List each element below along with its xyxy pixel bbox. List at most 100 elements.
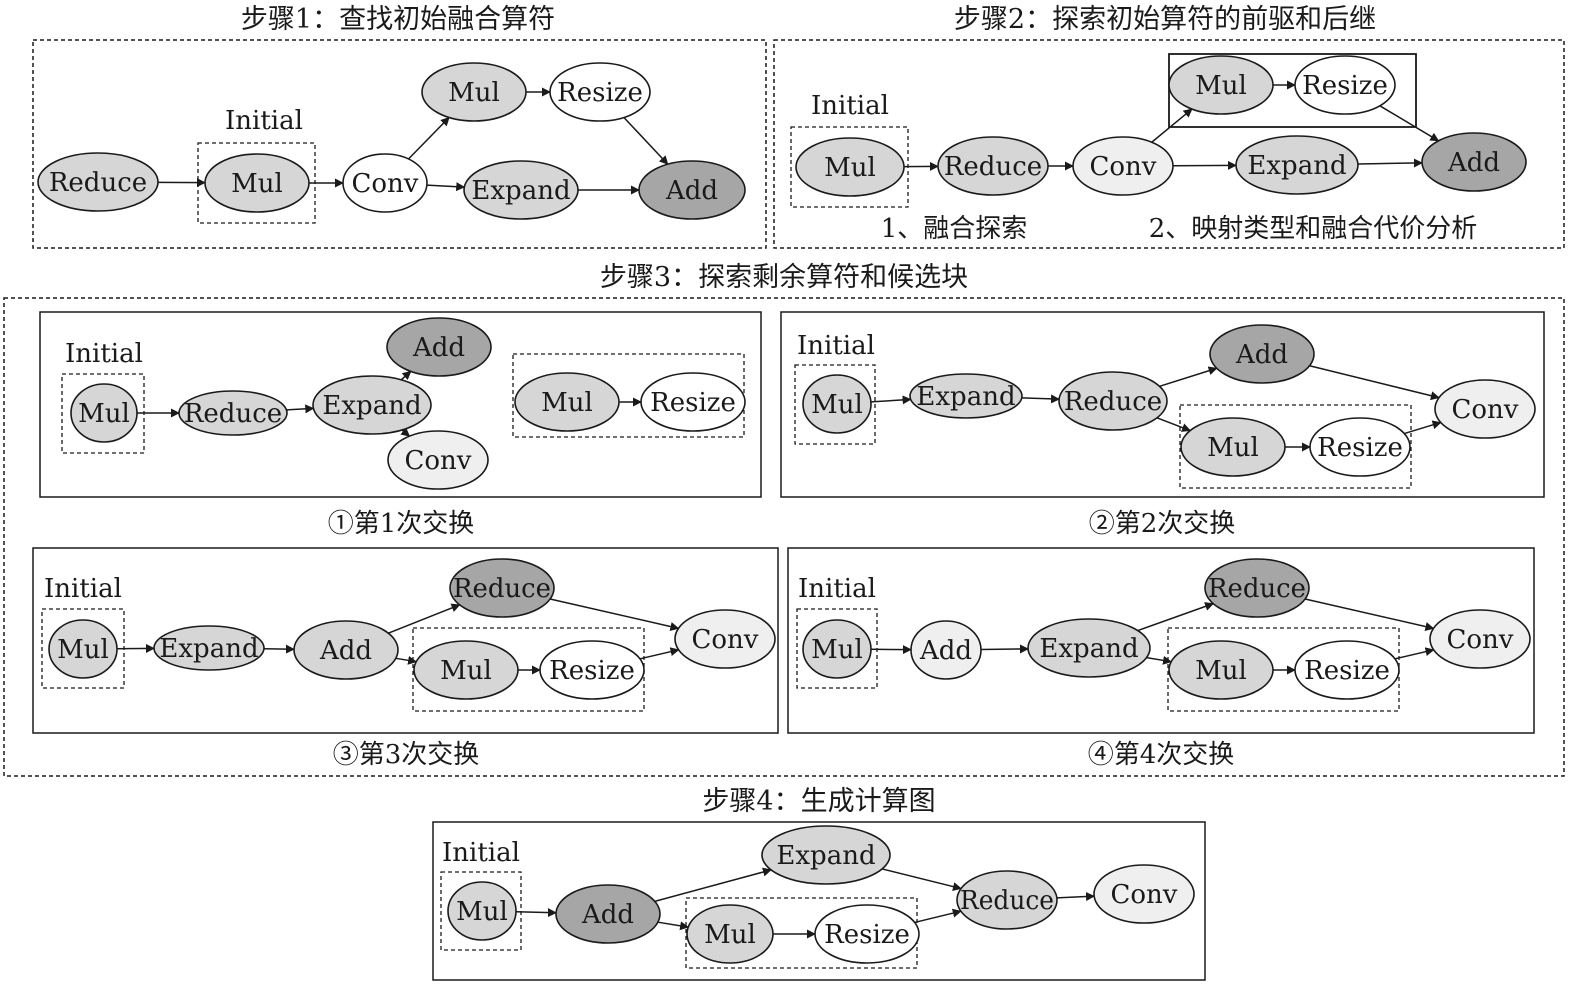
step2-node-resize-label: Resize: [1302, 71, 1388, 101]
step2-title: 步骤2：探索初始算符的前驱和后继: [954, 4, 1376, 35]
step1-node-expand: Expand: [463, 160, 579, 220]
swap2-frame: [780, 311, 1545, 498]
step1-node-expand-shape: [463, 160, 579, 220]
swap1-node-expand-shape: [312, 375, 432, 435]
step4-node-mul2: Mul: [686, 904, 774, 964]
swap1-node-resize-shape: [640, 372, 746, 432]
swap1-node-reduce-shape: [178, 390, 288, 436]
swap1-frame: [39, 311, 762, 498]
swap1-edge-reduce-to-expand: [286, 404, 315, 414]
swap3-node-add-shape: [293, 620, 399, 680]
swap4-edge-add-to-expand: [980, 644, 1029, 654]
swap4-node-mul2-label: Mul: [1195, 656, 1247, 686]
swap1-caption: ①第1次交换: [328, 509, 475, 539]
swap1-edge-expand-to-conv: [400, 427, 411, 437]
swap3-edge-reduce-to-conv: [549, 598, 680, 631]
swap4-initial-label: Initial: [798, 574, 876, 604]
swap4-node-mul2: Mul: [1168, 640, 1274, 700]
swap1-node-resize-label: Resize: [650, 388, 736, 418]
swap2-node-reduce: Reduce: [1058, 371, 1168, 431]
swap1-node-add: Add: [386, 317, 492, 377]
swap3-edge-add-to-reduce: [388, 603, 461, 634]
step4-edge-add-to-expand: [654, 867, 772, 903]
step4-node-expand-label: Expand: [776, 841, 875, 871]
step1-node-add-shape: [638, 160, 746, 220]
swap3-caption: ③第3次交换: [333, 740, 480, 770]
step4-node-reduce-label: Reduce: [960, 886, 1054, 916]
swap2-node-mul2: Mul: [1180, 417, 1286, 477]
step4-initial-label: Initial: [442, 838, 520, 868]
step2-initial-label: Initial: [811, 91, 889, 121]
swap2-edge-reduce-to-mul2: [1156, 417, 1191, 432]
swap3-node-reduce-label: Reduce: [453, 574, 551, 604]
swap4-node-mul-shape: [802, 619, 872, 679]
step1-frame: [32, 39, 767, 249]
swap2-node-mul: Mul: [802, 374, 872, 434]
swap4-node-add: Add: [910, 620, 982, 680]
swap3-node-mul2-shape: [413, 640, 519, 700]
swap2-node-conv-shape: [1434, 379, 1536, 439]
swap2-node-expand-shape: [909, 373, 1023, 419]
swap3-node-expand-shape: [153, 625, 265, 671]
step2-node-reduce-label: Reduce: [944, 152, 1042, 182]
swap4-node-add-label: Add: [919, 636, 972, 666]
swap4-edge-expand-to-reduce: [1137, 602, 1215, 632]
graph-edges: [116, 80, 1442, 939]
swap3-node-expand-label: Expand: [159, 634, 258, 664]
swap3-candidate-box: [412, 627, 645, 712]
step4-node-resize-shape: [814, 904, 920, 964]
swap3-node-reduce: Reduce: [449, 558, 555, 618]
step4-node-resize: Resize: [814, 904, 920, 964]
step2-node-mul-label: Mul: [824, 153, 876, 183]
step1-node-resize-label: Resize: [557, 78, 643, 108]
swap2-node-conv: Conv: [1434, 379, 1536, 439]
swap3-edge-resize-to-conv: [639, 647, 680, 660]
step2-node-add-shape: [1421, 132, 1527, 192]
swap1-node-conv: Conv: [387, 430, 489, 490]
swap2-node-resize-shape: [1309, 417, 1411, 477]
swap3-node-conv: Conv: [674, 609, 776, 669]
step3-title: 步骤3：探索剩余算符和候选块: [600, 262, 968, 293]
step2-candidate-box: [1168, 53, 1417, 128]
step1-title: 步骤1：查找初始融合算符: [241, 4, 555, 35]
step4-node-mul-label: Mul: [456, 897, 508, 927]
swap1-node-mul: Mul: [70, 383, 138, 443]
step3-frame: [3, 297, 1565, 777]
step4-edge-mul-to-add: [515, 908, 557, 918]
swap3-initial-label: Initial: [44, 574, 122, 604]
swap2-edge-resize-to-conv: [1404, 420, 1442, 435]
swap2-node-add-shape: [1209, 324, 1315, 384]
swap3-frame: [32, 547, 779, 734]
swap4-node-mul: Mul: [802, 619, 872, 679]
step2-edge-expand-to-add: [1357, 158, 1423, 168]
step2-edge-resize-to-add: [1379, 105, 1440, 142]
step2-node-expand-shape: [1235, 135, 1359, 195]
swap1-node-mul2-shape: [514, 372, 620, 432]
swap1-node-mul-label: Mul: [78, 399, 130, 429]
step1-node-expand-label: Expand: [471, 176, 570, 206]
step2-node-expand: Expand: [1235, 135, 1359, 195]
swap1-initial-label: Initial: [65, 339, 143, 369]
swap4-node-expand-label: Expand: [1039, 634, 1138, 664]
swap3-node-add: Add: [293, 620, 399, 680]
swap3-node-mul: Mul: [48, 619, 118, 679]
swap3-node-resize: Resize: [539, 640, 645, 700]
swap3-node-expand: Expand: [153, 625, 265, 671]
step1-node-conv: Conv: [342, 153, 428, 213]
step2-frame: [773, 39, 1565, 249]
swap2-edge-reduce-to-add: [1159, 366, 1218, 388]
swap2-node-conv-label: Conv: [1452, 395, 1519, 425]
step1-node-mul: Mul: [204, 153, 310, 213]
step4-title: 步骤4：生成计算图: [702, 786, 935, 817]
swap4-node-expand-shape: [1027, 618, 1151, 678]
swap2-node-resize-label: Resize: [1317, 433, 1403, 463]
step2-node-mul2-label: Mul: [1195, 71, 1247, 101]
swap2-node-mul2-shape: [1180, 417, 1286, 477]
swap2-edge-expand-to-reduce: [1021, 394, 1061, 404]
swap4-frame: [787, 547, 1535, 734]
swap4-candidate-box: [1167, 627, 1400, 712]
swap4-caption: ④第4次交换: [1088, 740, 1235, 770]
